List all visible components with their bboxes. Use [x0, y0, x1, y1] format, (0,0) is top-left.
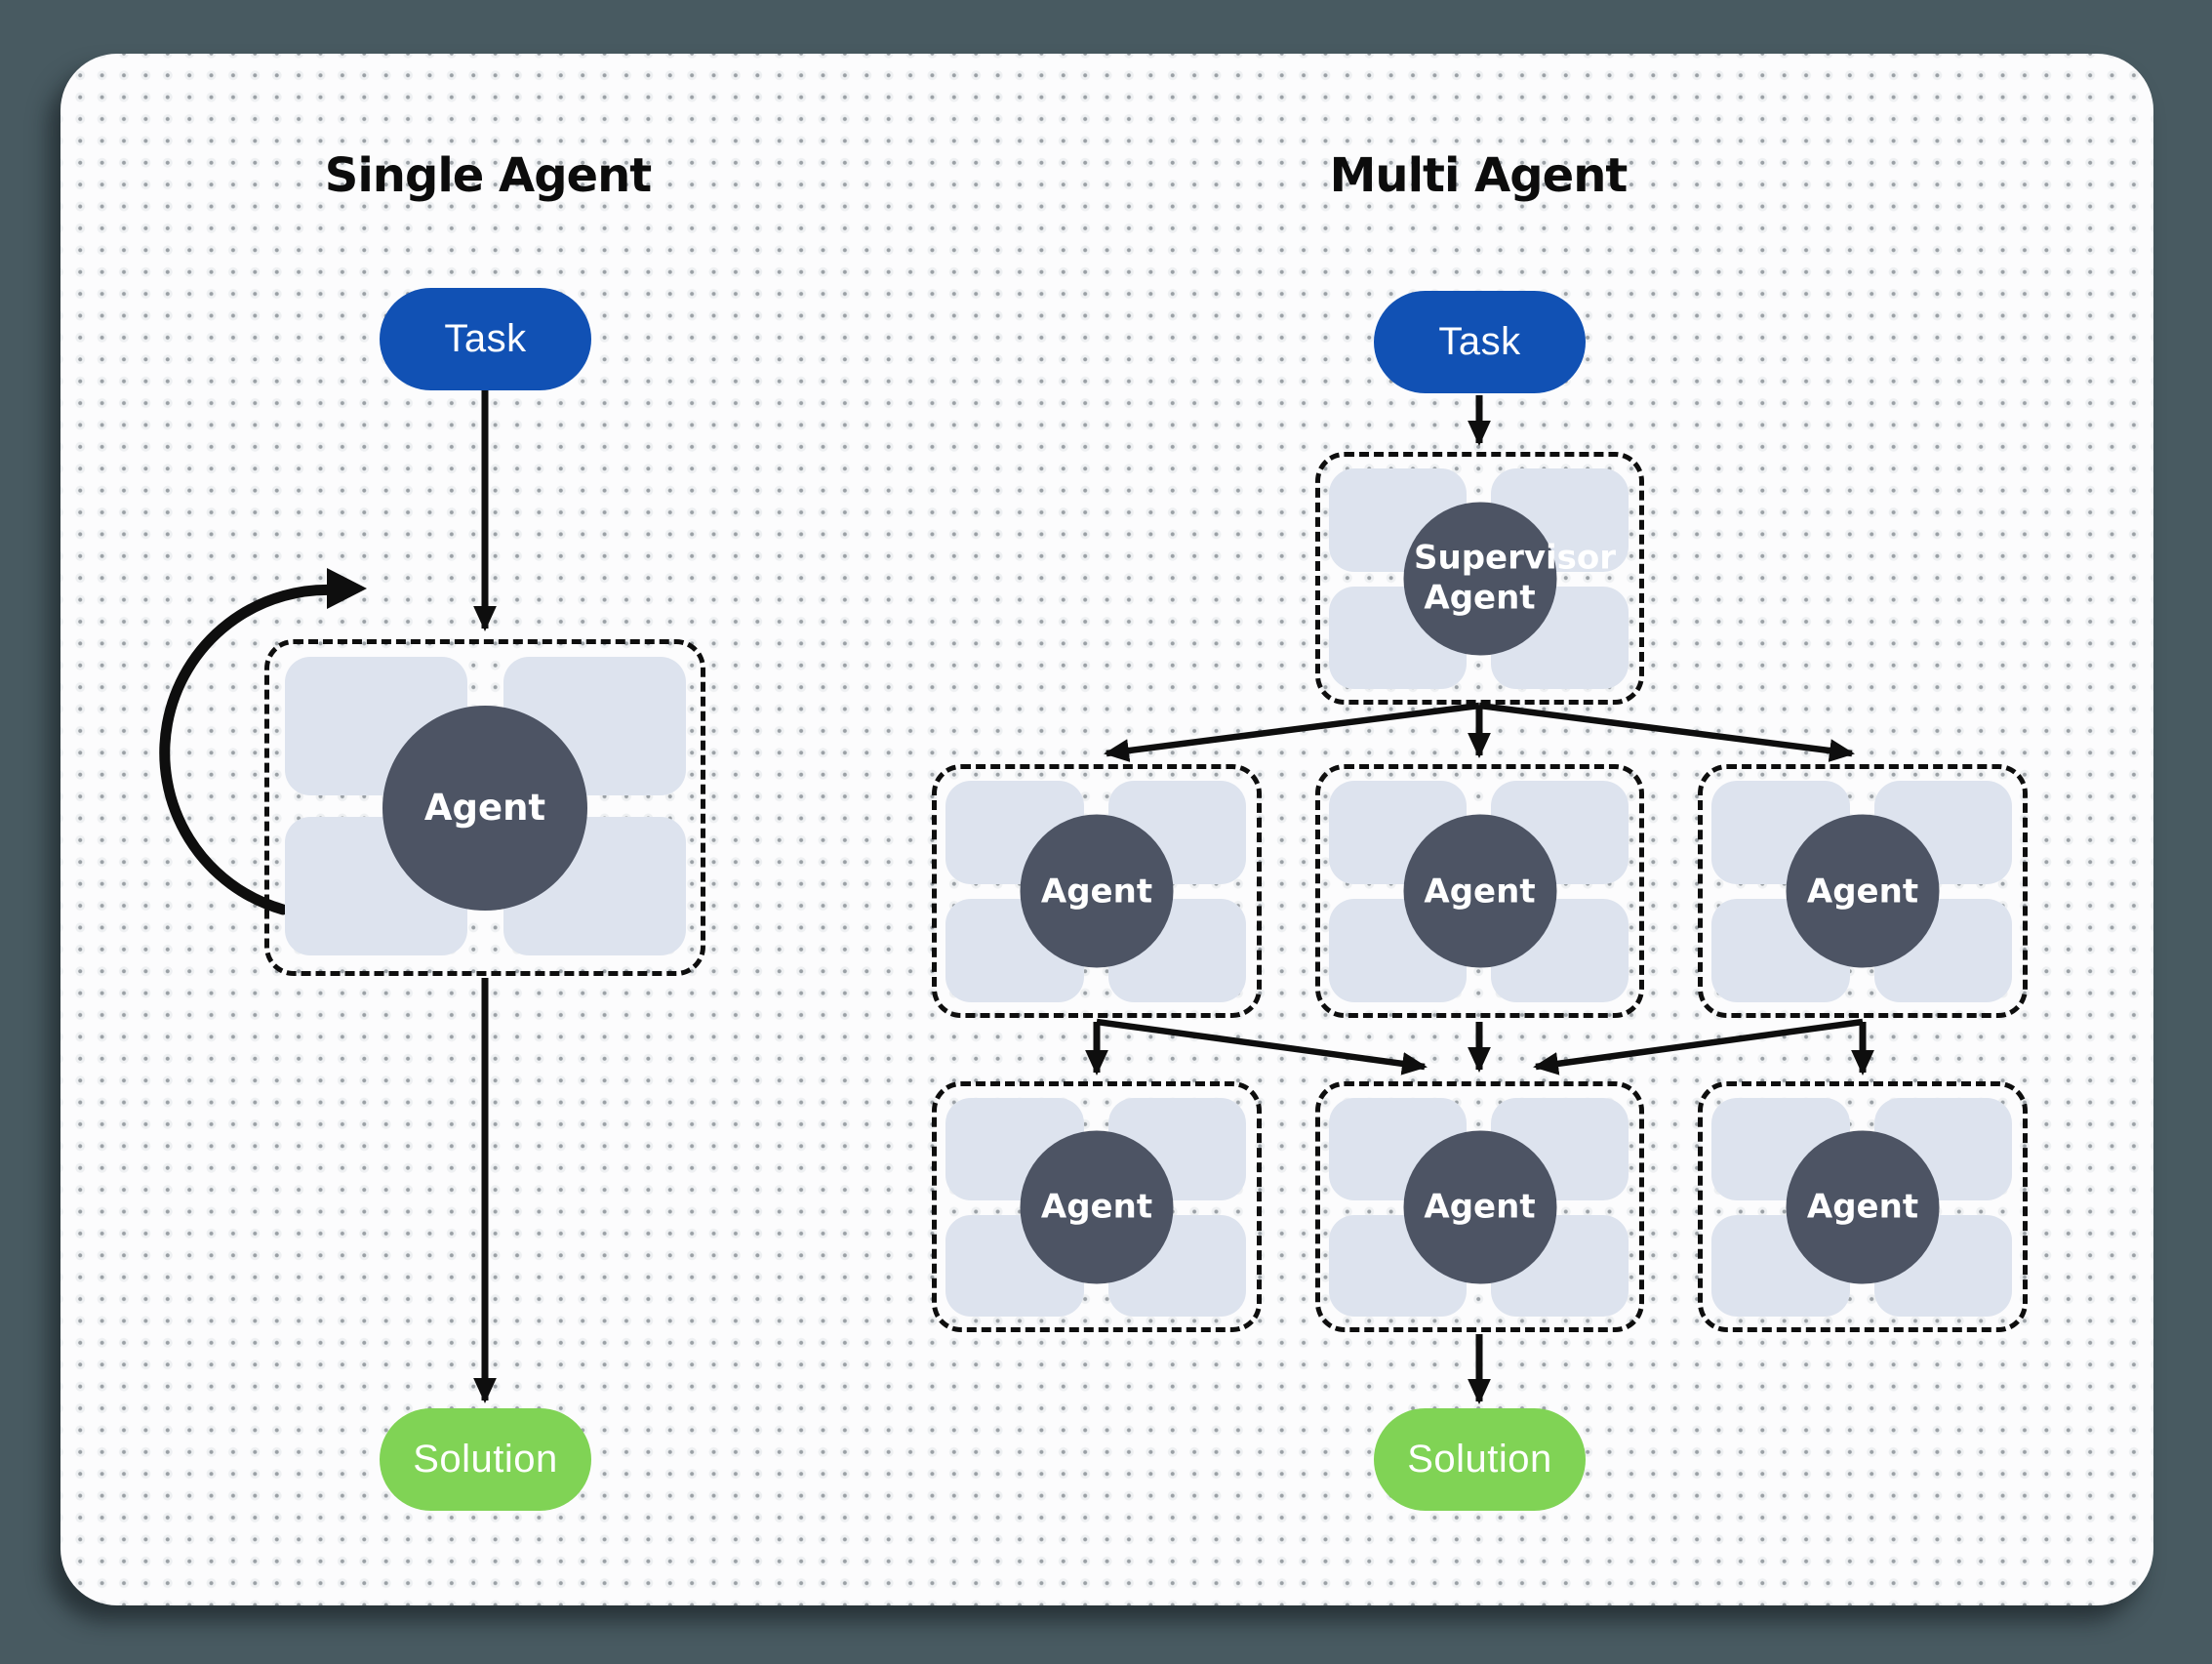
multi-task-pill: Task: [1374, 291, 1586, 393]
agent-label: Agent: [1040, 1187, 1153, 1227]
self-loop-arrow: [159, 584, 347, 915]
agent-box-row1-right: Agent: [1698, 764, 2028, 1018]
agent-circle: Agent: [1786, 814, 1940, 968]
agent-box-row2-mid: Agent: [1315, 1081, 1644, 1332]
arrow-r1right-to-r2mid: [1533, 1018, 1864, 1076]
agent-box-row1-left: Agent: [932, 764, 1262, 1018]
single-agent-circle: Agent: [382, 705, 587, 911]
arrow-layer: [159, 390, 1874, 1404]
single-agent-title: Single Agent: [324, 148, 652, 203]
agent-label: Agent: [1806, 872, 1919, 911]
agent-box-row2-left: Agent: [932, 1081, 1262, 1332]
single-agent-label: Agent: [423, 787, 546, 829]
single-agent-box: Agent: [264, 639, 705, 976]
multi-agent-title: Multi Agent: [1329, 148, 1629, 203]
supervisor-agent-box: Supervisor Agent: [1315, 452, 1644, 705]
agent-circle: Agent: [1020, 1130, 1174, 1283]
agent-box-row2-right: Agent: [1698, 1081, 2028, 1332]
agent-box-row1-mid: Agent: [1315, 764, 1644, 1018]
agent-circle: Agent: [1020, 814, 1174, 968]
agent-circle: Agent: [1403, 1130, 1556, 1283]
multi-task-label: Task: [1438, 320, 1521, 363]
supervisor-agent-label: Supervisor Agent: [1414, 538, 1617, 618]
agent-label: Agent: [1040, 872, 1153, 911]
multi-solution-label: Solution: [1407, 1438, 1552, 1481]
arrow-r1left-to-r2mid: [1096, 1018, 1428, 1076]
supervisor-agent-circle: Supervisor Agent: [1403, 502, 1617, 655]
agent-label: Agent: [1424, 1187, 1536, 1227]
single-task-label: Task: [444, 317, 527, 360]
agent-label: Agent: [1424, 872, 1536, 911]
agent-circle: Agent: [1786, 1130, 1940, 1283]
single-task-pill: Task: [380, 288, 591, 390]
multi-solution-pill: Solution: [1374, 1408, 1586, 1511]
arrow-supervisor-to-agent-right: [1478, 702, 1855, 762]
arrow-supervisor-to-agent-left: [1104, 702, 1480, 762]
single-solution-pill: Solution: [380, 1408, 591, 1511]
agent-circle: Agent: [1403, 814, 1556, 968]
self-loop-arrowhead: [327, 568, 367, 609]
agent-label: Agent: [1806, 1187, 1919, 1227]
single-solution-label: Solution: [413, 1438, 558, 1481]
diagram-canvas: Single Agent Multi Agent Task Agent Solu…: [60, 54, 2153, 1605]
